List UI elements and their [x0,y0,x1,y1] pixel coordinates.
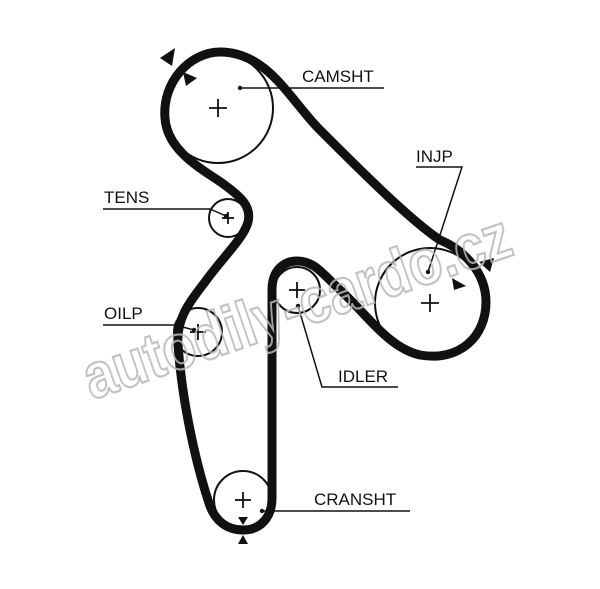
label-camshaft: CAMSHT [302,67,374,86]
label-tensioner: TENS [104,188,149,207]
label-idler: IDLER [338,367,388,386]
timing-belt [160,47,491,535]
center-marks [190,99,439,508]
timing-mark-crank-outer [238,535,248,544]
label-oil-pump: OILP [104,304,143,323]
leader-lines [103,87,464,512]
timing-mark-camshaft-inner [183,72,197,86]
leader-idler [297,305,398,388]
label-injection-pump: INJP [416,147,453,166]
leader-oilp [103,324,195,331]
leader-injp [416,166,464,273]
timing-mark-camshaft-outer [160,48,175,66]
timing-mark-crank-inner [238,517,248,525]
timing-mark-injp-inner [452,278,466,290]
label-crankshaft: CRANSHT [314,490,396,509]
timing-marks [160,48,494,544]
timing-mark-injp-outer [479,258,494,272]
leader-tens [103,208,227,217]
